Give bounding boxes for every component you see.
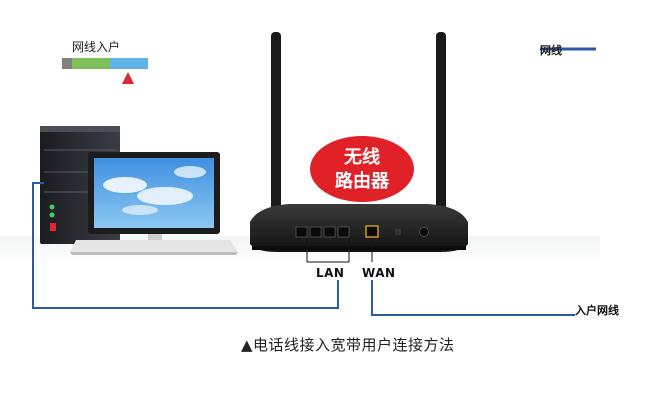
legend-bar — [62, 58, 148, 84]
lan-port-1 — [295, 226, 308, 238]
lan-port-2 — [309, 226, 322, 238]
legend-bar-blue — [110, 58, 148, 69]
legend-title: 网线入户 — [72, 40, 121, 54]
port-bracket — [306, 238, 373, 263]
wire-legend-label: 网线 — [540, 44, 562, 57]
hdd-led-icon — [49, 212, 55, 218]
router-antenna-left — [271, 32, 281, 222]
monitor — [88, 152, 220, 249]
reset-button — [395, 229, 401, 235]
power-led-icon — [49, 204, 55, 210]
lan-label: LAN — [316, 266, 345, 280]
inbound-cable — [371, 280, 575, 316]
router — [250, 204, 468, 252]
legend-marker-triangle — [122, 72, 134, 84]
wan-label: WAN — [362, 266, 396, 280]
inbound-cable-label: 入户网线 — [575, 304, 619, 317]
lan-port-4 — [337, 226, 350, 238]
router-antenna-right — [436, 32, 446, 222]
router-bubble-line2: 路由器 — [335, 171, 389, 192]
power-jack-icon — [419, 227, 429, 237]
wan-port — [365, 225, 379, 238]
legend-bar-green — [72, 58, 110, 69]
legend-bar-gray — [62, 58, 72, 69]
figure-caption: ▲电话线接入宽带用户连接方法 — [241, 336, 455, 354]
router-bubble-line1: 无线 — [344, 147, 380, 168]
lan-port-3 — [323, 226, 336, 238]
router-bubble — [310, 136, 414, 202]
lan-cable — [32, 182, 339, 309]
keyboard — [70, 240, 238, 255]
router-bubble-label: 无线 路由器 — [312, 146, 412, 194]
